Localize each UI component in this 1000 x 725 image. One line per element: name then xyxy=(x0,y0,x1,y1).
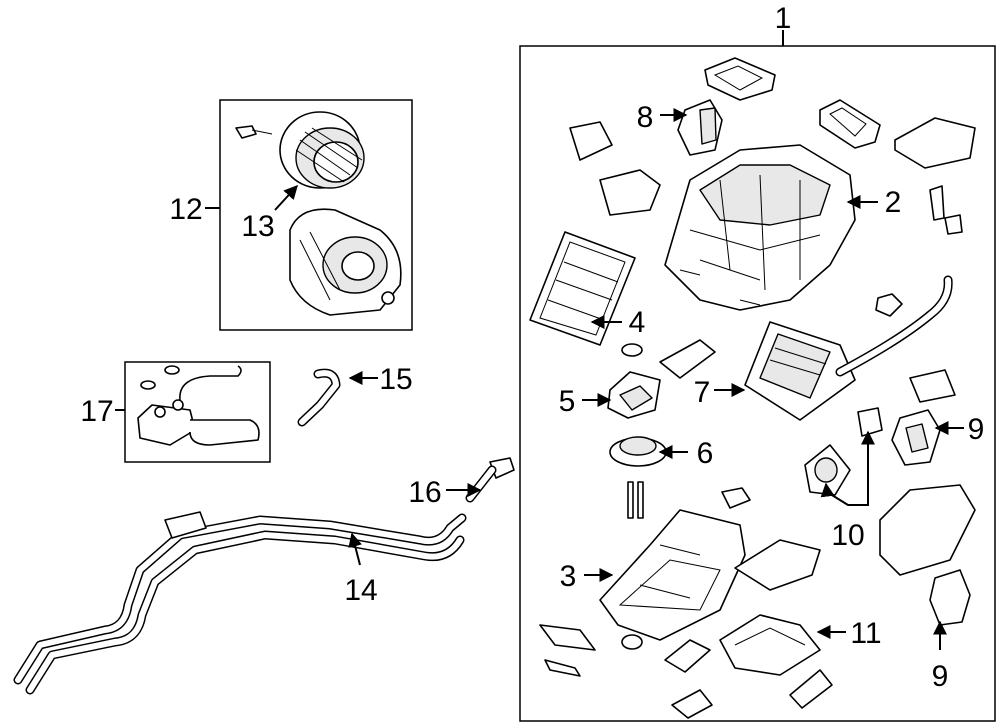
callout-13: 13 xyxy=(241,210,274,243)
lower-case xyxy=(599,509,746,641)
callout-5: 5 xyxy=(559,385,576,418)
callout-16: 16 xyxy=(408,476,441,509)
heater-core-kit xyxy=(137,365,260,446)
callout-12: 12 xyxy=(169,193,202,226)
drain-grommet xyxy=(609,436,667,519)
blower-motor xyxy=(235,111,365,189)
bracket-seals xyxy=(539,614,833,719)
callout-14: 14 xyxy=(344,574,377,607)
callout-8: 8 xyxy=(637,101,654,134)
evaporator-core xyxy=(744,275,953,421)
blower-frame xyxy=(219,99,413,331)
duct-seals-top xyxy=(569,57,976,216)
cabin-filter-housing xyxy=(529,231,636,346)
hvac-case xyxy=(664,144,856,311)
callout-17: 17 xyxy=(80,395,113,428)
heater-hose xyxy=(297,368,341,427)
refrigerant-pipes xyxy=(13,511,467,695)
callout-4: 4 xyxy=(629,306,646,339)
hvac-assembly-frame xyxy=(519,45,996,722)
expansion-valve xyxy=(607,339,716,419)
misc-hardware xyxy=(621,185,963,650)
blower-case xyxy=(289,208,402,316)
callout-11: 11 xyxy=(850,617,881,650)
callout-15: 15 xyxy=(379,363,412,396)
heater-core-kit-frame xyxy=(124,361,271,463)
callout-9-upper: 9 xyxy=(968,413,985,446)
callout-10: 10 xyxy=(831,519,864,552)
actuator-upper xyxy=(891,409,941,466)
sensor-assembly xyxy=(804,407,883,496)
callout-2: 2 xyxy=(885,186,902,219)
callout-7: 7 xyxy=(694,376,711,409)
callout-6: 6 xyxy=(697,437,714,470)
pipe-connector xyxy=(465,457,515,503)
callout-1: 1 xyxy=(775,2,792,35)
mode-actuator xyxy=(677,99,723,156)
actuator-lower xyxy=(879,484,976,626)
callout-9-lower: 9 xyxy=(932,660,949,693)
callout-3: 3 xyxy=(560,560,577,593)
